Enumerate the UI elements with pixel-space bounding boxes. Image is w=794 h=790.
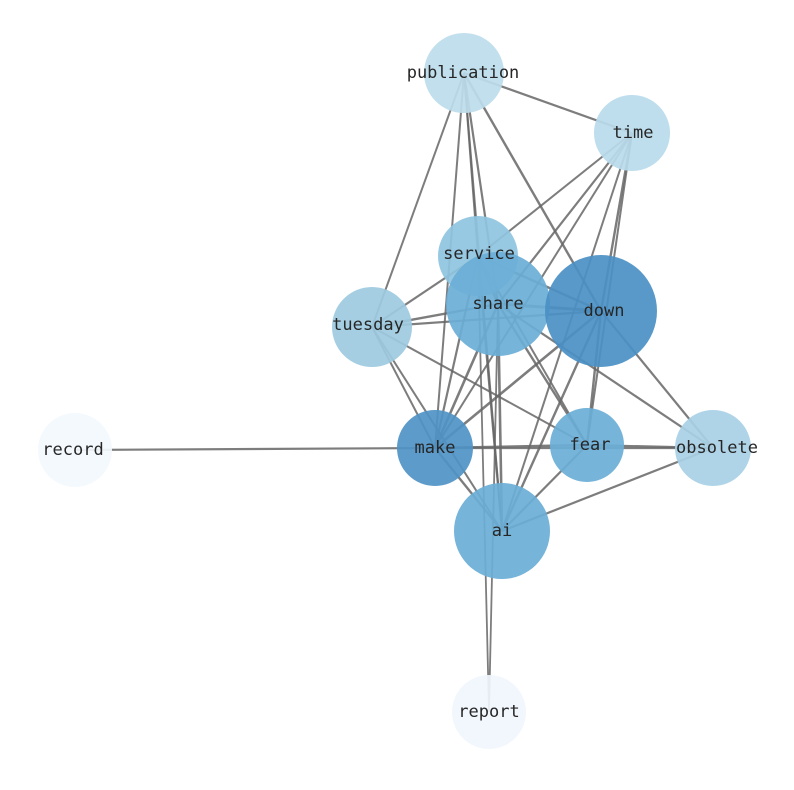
graph-node-label-share: share — [472, 294, 523, 314]
graph-node-label-down: down — [584, 301, 625, 321]
edge-layer — [74, 71, 714, 713]
graph-node-record[interactable] — [38, 413, 112, 487]
graph-node-label-record: record — [42, 440, 103, 460]
graph-node-report[interactable] — [452, 675, 526, 749]
graph-node-publication[interactable] — [424, 33, 504, 113]
graph-node-down[interactable] — [545, 255, 657, 367]
graph-node-ai[interactable] — [454, 483, 550, 579]
node-layer — [38, 33, 751, 749]
graph-node-label-tuesday: tuesday — [332, 315, 404, 335]
graph-node-label-service: service — [443, 244, 515, 264]
graph-node-label-make: make — [415, 438, 456, 458]
graph-edge-tuesday-fear — [371, 326, 588, 446]
graph-edge-publication-tuesday — [371, 72, 465, 328]
graph-node-label-fear: fear — [570, 435, 611, 455]
graph-node-label-publication: publication — [407, 63, 520, 83]
label-layer: publication time service share down tuesday ma… — [42, 63, 758, 722]
graph-node-obsolete[interactable] — [675, 410, 751, 486]
graph-node-label-obsolete: obsolete — [676, 438, 758, 458]
graph-node-label-ai: ai — [492, 521, 512, 541]
graph-node-tuesday[interactable] — [332, 287, 412, 367]
graph-edge-make-record — [74, 446, 436, 452]
graph-node-fear[interactable] — [550, 408, 624, 482]
graph-node-make[interactable] — [397, 410, 473, 486]
graph-node-label-report: report — [458, 702, 519, 722]
graph-node-label-time: time — [613, 123, 654, 143]
graph-node-share[interactable] — [446, 252, 550, 356]
graph-node-time[interactable] — [594, 95, 670, 171]
